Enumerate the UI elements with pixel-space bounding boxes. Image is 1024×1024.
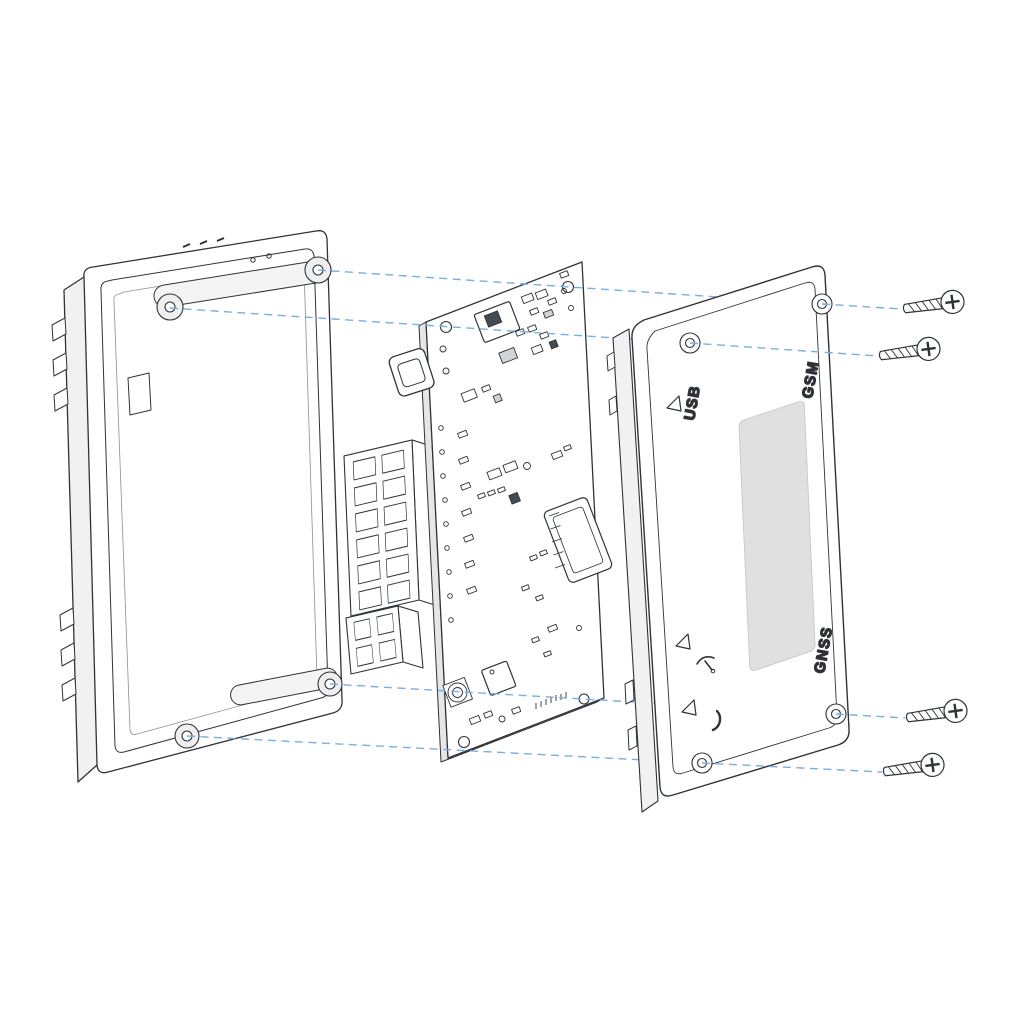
housing-outer-rim [83,230,343,774]
housing-wall-notch [127,372,152,416]
screw-bottom-rear [903,696,970,731]
bottom-housing [51,230,343,783]
assembly-guide-line [821,303,903,310]
assembly-guide-lines-front [689,303,906,773]
assembly-guide-line [835,713,906,719]
housing-rim-ticks [182,237,225,248]
housing-mount-tabs [51,317,77,702]
housing-rim-dot [266,253,272,259]
pin-socket-2x2 [345,605,424,675]
housing-side-wall [63,276,98,783]
push-button [442,676,473,708]
screw-bottom-front [880,750,947,785]
gnss-antenna-icon [696,656,716,674]
assembly-guide-line [186,735,703,764]
cover-inner-line [646,281,838,775]
cover-screw-holes [679,293,847,774]
housing-inner-rim [100,248,329,753]
ic-chip [481,660,517,696]
triangle-marker-icon [666,395,682,412]
cover-rim-tabs [606,351,638,751]
cover-label-recess [738,401,816,671]
pcb-face [425,261,605,759]
cover-side-rim [612,328,659,813]
ic-chip [483,310,503,328]
screw-top-rear [900,287,967,322]
screw-top-front [876,334,943,369]
pcb-corner-holes [439,280,590,749]
assembly-guide-line [701,762,883,773]
socket-holes-2x6 [352,449,411,611]
pcb-components [438,270,613,726]
main-pcb [388,261,613,763]
sim-card-holder [543,497,613,583]
socket-holes-2x2 [353,612,397,667]
top-cover: USB GSM GNSS [606,265,850,813]
triangle-marker-icon [675,633,691,650]
assembly-guide-line [169,307,691,344]
housing-rim-dot [250,257,256,263]
screws [876,287,970,785]
micro-usb-port [388,348,435,397]
assembly-guide-line [689,342,879,357]
cover-outer-face [631,265,850,797]
gsm-call-icon [711,709,722,732]
triangle-marker-icon [681,699,697,716]
